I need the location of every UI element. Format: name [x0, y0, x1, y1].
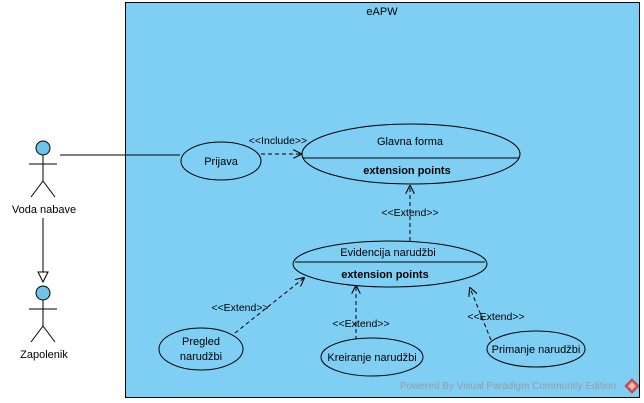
- usecase-pregled-narudzbi[interactable]: [158, 327, 244, 371]
- usecase-evidencija-extension-points: extension points: [341, 269, 428, 281]
- usecase-glavna-label: Glavna forma: [377, 136, 444, 148]
- actor-zapolenik[interactable]: [29, 285, 57, 343]
- usecase-primanje-label: Primanje narudžbi: [492, 344, 581, 356]
- usecase-pregled-label-line1: Pregled: [182, 336, 220, 348]
- actor-head: [35, 140, 51, 156]
- usecase-prijava-label: Prijava: [204, 156, 239, 168]
- system-name: eAPW: [366, 6, 398, 18]
- extend-dependency-primanje: [470, 288, 492, 341]
- generalization-arrowhead: [37, 271, 49, 284]
- actor-voda-nabave[interactable]: [29, 140, 57, 198]
- extend-stereotype-primanje: <<Extend>>: [467, 311, 524, 323]
- visual-paradigm-logo-icon: [624, 378, 640, 394]
- extend-stereotype-main: <<Extend>>: [381, 207, 438, 219]
- usecase-evidencija-narudzbi[interactable]: [292, 240, 488, 288]
- usecase-evidencija-label: Evidencija narudžbi: [340, 247, 435, 259]
- footer-powered-by: Powered By Visual Paradigm Community Edi…: [400, 381, 616, 392]
- usecase-kreiranje-narudzbi[interactable]: [320, 337, 424, 377]
- usecase-prijava[interactable]: [180, 141, 262, 181]
- usecase-pregled-label-line2: narudžbi: [180, 351, 222, 363]
- usecase-primanje-narudzbi[interactable]: [486, 330, 586, 368]
- actor-zapolenik-label: Zapolenik: [20, 349, 68, 361]
- usecase-glavna-forma[interactable]: [301, 123, 521, 185]
- extend-stereotype-pregled: <<Extend>>: [211, 302, 268, 314]
- usecase-kreiranje-label: Kreiranje narudžbi: [327, 352, 416, 364]
- extend-dependency-pregled: [234, 278, 304, 334]
- actor-head: [35, 285, 51, 301]
- actor-voda-nabave-label: Voda nabave: [12, 204, 76, 216]
- include-stereotype: <<Include>>: [249, 135, 307, 147]
- usecase-glavna-extension-points: extension points: [363, 165, 450, 177]
- extend-stereotype-kreiranje: <<Extend>>: [332, 318, 389, 330]
